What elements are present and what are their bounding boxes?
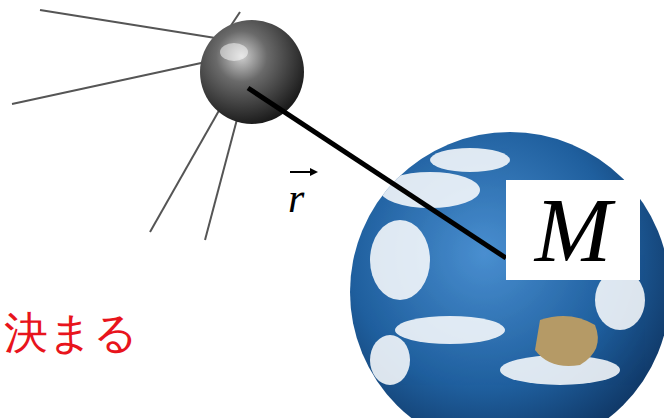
satellite	[200, 20, 304, 124]
note-text: 決まる	[4, 304, 138, 363]
mass-box: M	[506, 180, 640, 280]
antenna	[12, 10, 240, 240]
vector-arrow	[290, 168, 318, 176]
earth	[350, 132, 664, 418]
radius-line	[248, 88, 506, 258]
vector-label: r	[288, 174, 304, 222]
clouds	[370, 148, 645, 385]
mass-symbol: M	[535, 184, 612, 276]
